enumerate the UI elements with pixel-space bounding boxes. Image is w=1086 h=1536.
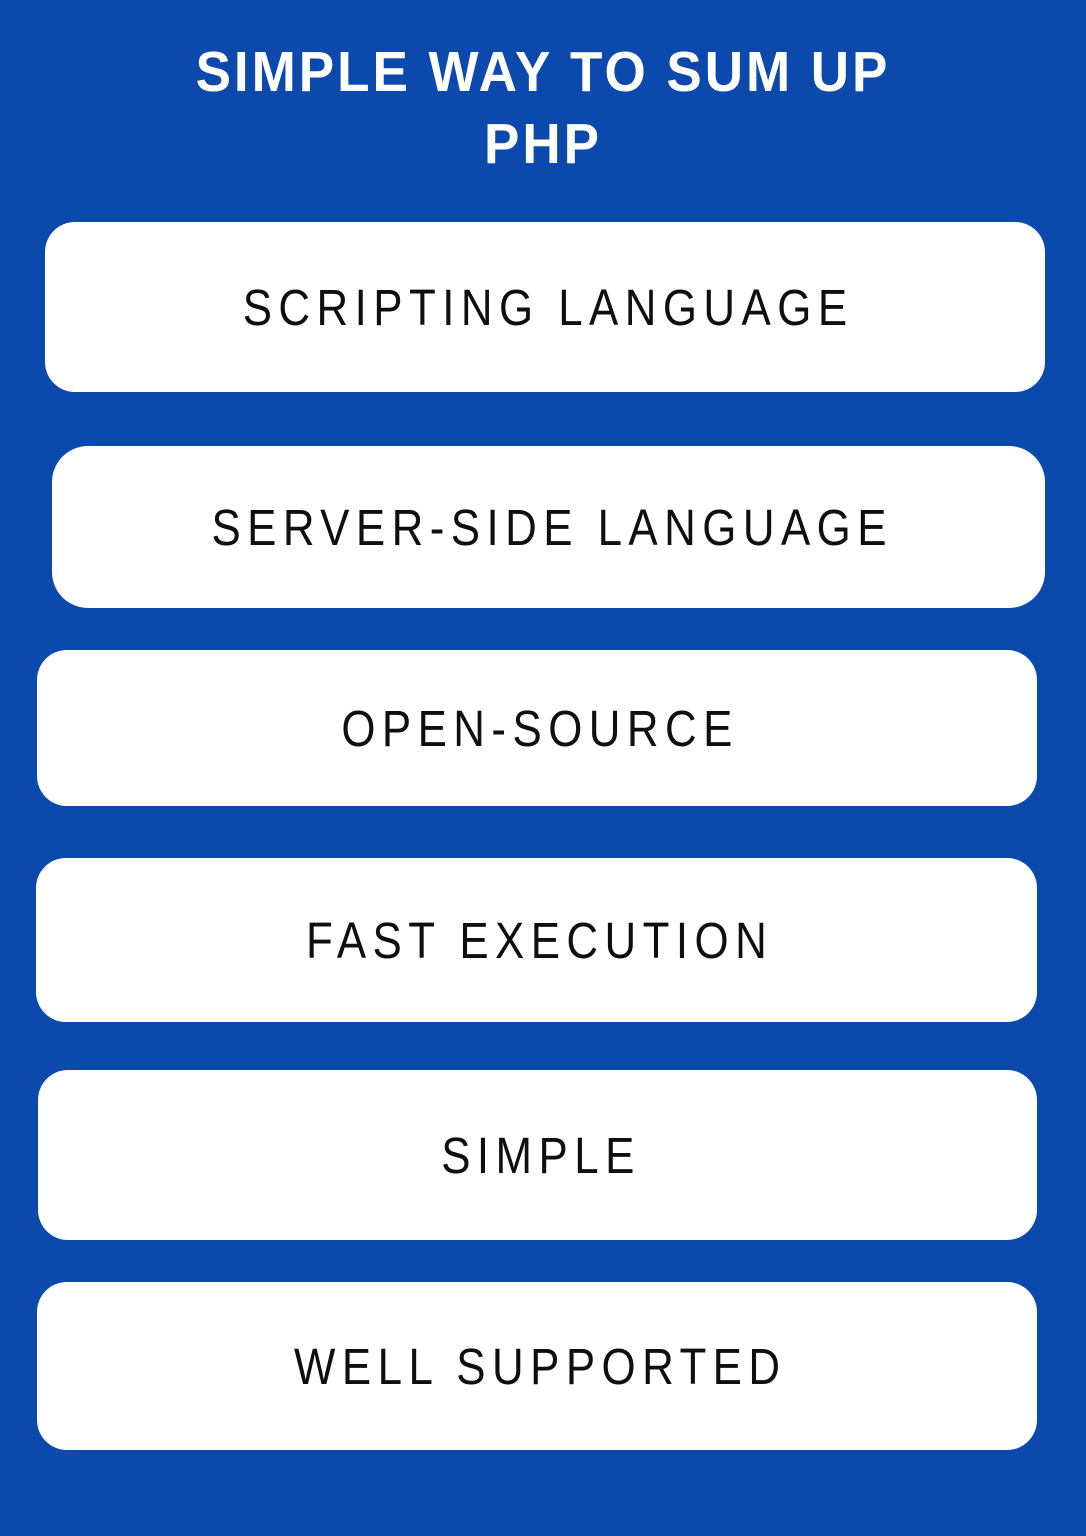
page-title-line-2: PHP xyxy=(484,112,602,176)
feature-card-label: SIMPLE xyxy=(440,1126,641,1184)
feature-card-simple: SIMPLE xyxy=(38,1070,1037,1240)
feature-card-fast-execution: FAST EXECUTION xyxy=(36,858,1037,1022)
feature-card-server-side-language: SERVER-SIDE LANGUAGE xyxy=(52,446,1045,608)
feature-card-open-source: OPEN-SOURCE xyxy=(37,650,1037,806)
page-title-line-1: SIMPLE WAY TO SUM UP xyxy=(195,40,891,104)
page-title: SIMPLE WAY TO SUM UP PHP xyxy=(0,36,1086,180)
feature-card-well-supported: WELL SUPPORTED xyxy=(37,1282,1037,1450)
feature-card-label: WELL SUPPORTED xyxy=(293,1337,787,1395)
feature-card-label: OPEN-SOURCE xyxy=(341,699,739,757)
feature-card-label: SERVER-SIDE LANGUAGE xyxy=(210,498,893,556)
feature-card-label: SCRIPTING LANGUAGE xyxy=(242,278,854,336)
feature-card-scripting-language: SCRIPTING LANGUAGE xyxy=(45,222,1045,392)
feature-card-label: FAST EXECUTION xyxy=(306,911,774,969)
